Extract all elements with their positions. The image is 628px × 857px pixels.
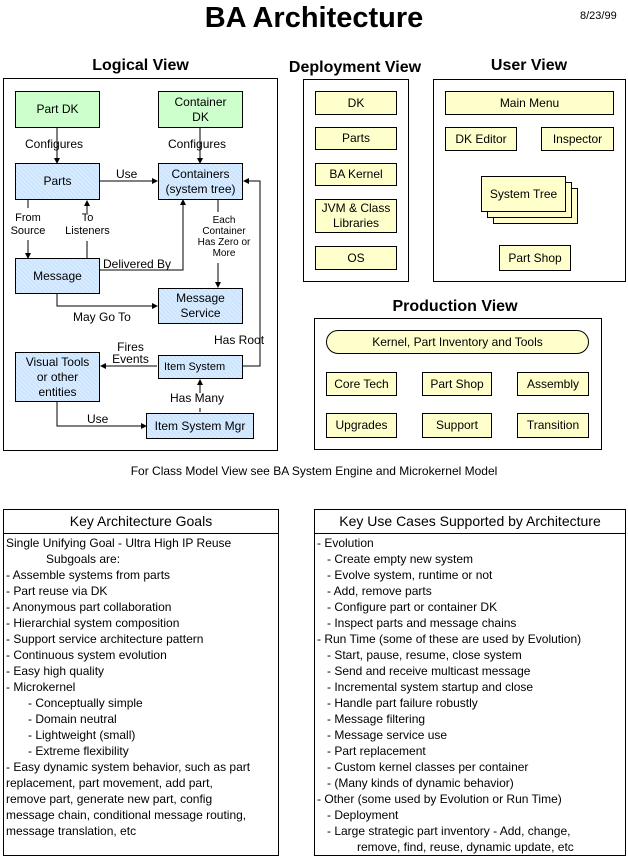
class-model-note: For Class Model View see BA System Engin…	[130, 464, 498, 478]
use-cases-title: Key Use Cases Supported by Architecture	[315, 510, 625, 534]
use-case-item: - Deployment	[327, 808, 399, 822]
node-message-service: Message Service	[158, 288, 243, 324]
node-containers: Containers (system tree)	[158, 163, 243, 200]
goal-item: - Easy dynamic system behavior, such as …	[6, 760, 251, 774]
use-cases-panel: Key Use Cases Supported by Architecture …	[314, 509, 626, 856]
node-parts: Parts	[15, 163, 100, 200]
edge-visualtools-itemsystemmgr	[56, 402, 147, 429]
label-delivered-by: Delivered By	[103, 257, 172, 271]
layer-os: OS	[315, 246, 397, 270]
goal-item: - Lightweight (small)	[28, 728, 136, 742]
use-case-item: - Incremental system startup and close	[327, 680, 534, 694]
goals-list: Single Unifying Goal - Ultra High IP Reu…	[4, 534, 278, 840]
label-use-1: Use	[116, 167, 138, 181]
node-part-shop-user: Part Shop	[499, 245, 571, 271]
use-case-item: - Configure part or container DK	[327, 600, 498, 614]
label-configures-2: Configures	[168, 137, 227, 151]
goal-item: - Anonymous part collaboration	[6, 600, 172, 614]
use-cases-list: - Evolution - Create empty new system - Ev…	[315, 534, 625, 856]
use-case-item: - Handle part failure robustly	[327, 696, 478, 710]
node-dk-editor: DK Editor	[445, 127, 517, 151]
goal-item: - Easy high quality	[6, 664, 105, 678]
user-view-title: User View	[490, 57, 568, 74]
use-case-item: - Message service use	[327, 728, 448, 742]
node-assembly: Assembly	[517, 372, 589, 396]
node-support: Support	[422, 413, 492, 438]
deployment-view-title: Deployment View	[288, 59, 422, 76]
node-visual-tools: Visual Tools or other entities	[15, 352, 100, 402]
node-upgrades: Upgrades	[326, 413, 397, 438]
label-fires-events: Fires Events	[112, 340, 149, 366]
goal-item: remove part, generate new part, config	[6, 792, 213, 806]
label-use-2: Use	[87, 412, 109, 426]
use-case-item: - Create empty new system	[327, 552, 474, 566]
use-case-item: - Large strategic part inventory - Add, …	[327, 824, 571, 838]
use-case-item: - (Many kinds of dynamic behavior)	[327, 776, 514, 790]
node-message: Message	[15, 258, 100, 294]
use-case-item: - Evolution	[317, 536, 374, 550]
goal-item: - Conceptually simple	[28, 696, 143, 710]
goal-item: Single Unifying Goal - Ultra High IP Reu…	[6, 536, 232, 550]
layer-ba-kernel: BA Kernel	[315, 163, 397, 186]
page-title: BA Architecture	[204, 2, 424, 34]
node-transition: Transition	[517, 413, 589, 438]
edge-message-msgservice	[56, 294, 158, 309]
logical-view-title: Logical View	[92, 57, 189, 74]
label-to-listeners: To Listeners	[65, 212, 110, 237]
goal-item: - Part reuse via DK	[6, 584, 108, 598]
edge-itemsystem-containers	[243, 178, 261, 367]
use-case-item: - Custom kernel classes per container	[327, 760, 529, 774]
goal-item: message chain, conditional message routi…	[6, 808, 247, 822]
node-item-system: Item System	[158, 355, 243, 379]
production-view-title: Production View	[392, 298, 518, 315]
goal-item: - Support service architecture pattern	[6, 632, 204, 646]
use-case-item: - Start, pause, resume, close system	[327, 648, 522, 662]
node-kernel-inventory: Kernel, Part Inventory and Tools	[326, 330, 589, 354]
node-part-shop-production: Part Shop	[422, 372, 492, 396]
layer-jvm: JVM & Class Libraries	[315, 199, 397, 233]
goal-item: - Extreme flexibility	[28, 744, 129, 758]
use-case-item: - Add, remove parts	[327, 584, 432, 598]
date-label: 8/23/99	[580, 10, 617, 22]
node-container-dk: Container DK	[158, 91, 243, 128]
goals-panel: Key Architecture Goals Single Unifying G…	[3, 509, 279, 856]
label-configures-1: Configures	[25, 137, 84, 151]
goal-item: replacement, part movement, add part,	[6, 776, 213, 790]
node-part-dk: Part DK	[15, 91, 100, 128]
goal-item: - Microkernel	[6, 680, 76, 694]
label-from-source: From Source	[10, 212, 46, 237]
edge-message-containers	[100, 199, 186, 271]
node-core-tech: Core Tech	[326, 372, 397, 396]
node-system-tree: System Tree	[481, 176, 566, 212]
node-main-menu: Main Menu	[445, 91, 614, 115]
use-case-item: - Run Time (some of these are used by Ev…	[317, 632, 582, 646]
goal-item: message translation, etc	[6, 824, 137, 838]
label-each-container: Each Container Has Zero or More	[197, 215, 251, 259]
goal-item: - Domain neutral	[28, 712, 117, 726]
label-may-go-to: May Go To	[73, 310, 131, 324]
node-inspector: Inspector	[541, 127, 614, 151]
use-case-item: - Send and receive multicast message	[327, 664, 531, 678]
use-case-item: - Message filtering	[327, 712, 426, 726]
goal-item: - Hierarchial system composition	[6, 616, 180, 630]
label-has-root: Has Root	[214, 333, 265, 347]
use-case-item: - Evolve system, runtime or not	[327, 568, 493, 582]
use-case-item: - Inspect parts and message chains	[327, 616, 517, 630]
label-has-many: Has Many	[170, 391, 225, 405]
use-case-item: - Other (some used by Evolution or Run T…	[317, 792, 562, 806]
goal-item: - Continuous system evolution	[6, 648, 167, 662]
use-case-item: - Part replacement	[327, 744, 426, 758]
goal-item: Subgoals are:	[46, 552, 121, 566]
node-item-system-mgr: Item System Mgr	[146, 413, 254, 439]
goal-item: - Assemble systems from parts	[6, 568, 171, 582]
layer-dk: DK	[315, 91, 397, 115]
layer-parts: Parts	[315, 127, 397, 150]
use-case-item: remove, find, reuse, dynamic update, etc	[357, 840, 574, 854]
goals-title: Key Architecture Goals	[4, 510, 278, 534]
